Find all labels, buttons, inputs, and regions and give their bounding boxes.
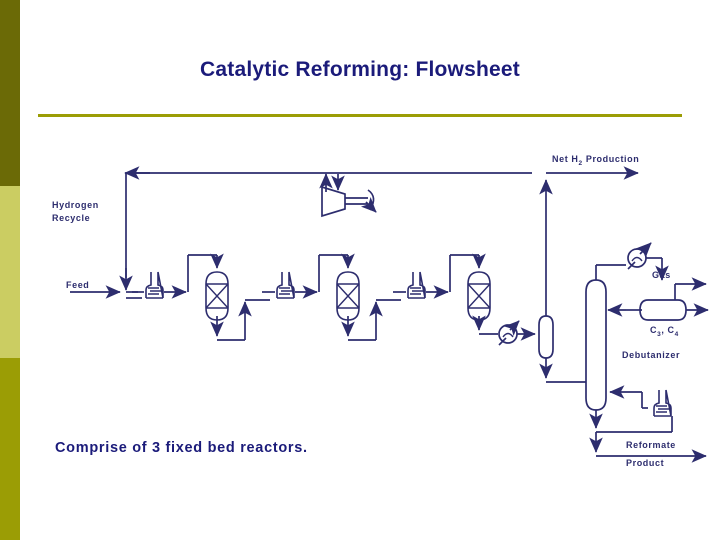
label-reformate-line2: Product (626, 458, 664, 468)
label-debutanizer: Debutanizer (622, 350, 680, 360)
slide-title: Catalytic Reforming: Flowsheet (200, 58, 520, 81)
label-reformate-line1: Reformate (626, 440, 676, 450)
label-hydrogen-recycle-line2: Recycle (52, 213, 90, 223)
label-gas: Gas (652, 270, 671, 280)
net-h2-prefix: Net H (552, 154, 579, 164)
decorative-sidebar (0, 0, 20, 540)
bullet-text: Comprise of 3 fixed bed reactors. (55, 440, 308, 456)
sidebar-band-dark (0, 0, 20, 186)
title-divider-rule (38, 114, 682, 117)
c3c4-sub4: 4 (675, 331, 679, 338)
sidebar-band-olive (0, 358, 20, 540)
svg-text:Net H2 Production: Net H2 Production (552, 154, 639, 167)
label-net-h2-production: Net H2 Production (552, 154, 639, 167)
sidebar-band-light (0, 186, 20, 358)
net-h2-suffix: Production (583, 154, 640, 164)
label-c3-c4: C3, C4 (650, 325, 679, 338)
label-hydrogen-recycle-line1: Hydrogen (52, 200, 99, 210)
c3c4-c: C (650, 325, 657, 335)
svg-text:C3, C4: C3, C4 (650, 325, 679, 338)
c3c4-sub3: 3 (657, 331, 661, 338)
process-flow-diagram: Hydrogen Recycle Feed Net H2 Production … (30, 140, 710, 490)
label-feed: Feed (66, 280, 89, 290)
net-h2-subscript: 2 (579, 160, 583, 167)
c3c4-mid: , C (661, 325, 674, 335)
